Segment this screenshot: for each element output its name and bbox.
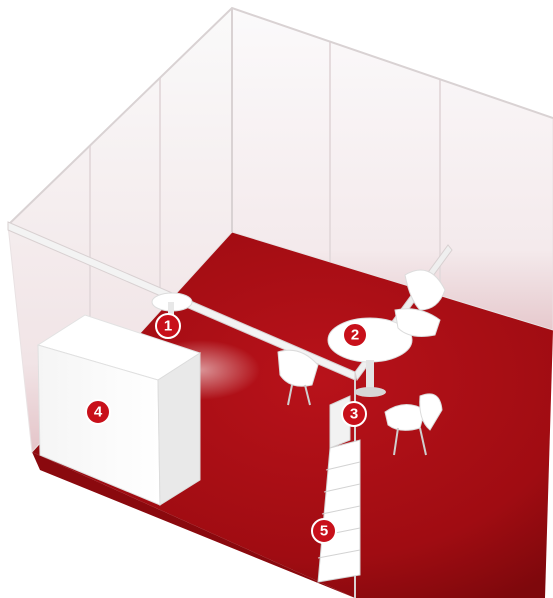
callout-label-4: 4 <box>94 404 103 421</box>
chair-back-right <box>394 269 446 337</box>
callout-label-3: 3 <box>350 406 358 423</box>
chair-right <box>384 393 443 456</box>
callout-badge-5: 5 <box>311 518 337 544</box>
chair-left <box>277 349 319 406</box>
reception-counter <box>36 314 202 506</box>
callout-label-1: 1 <box>164 318 172 335</box>
callout-badge-3: 3 <box>341 401 367 427</box>
callout-badge-1: 1 <box>155 313 181 339</box>
carpet-floor-front <box>32 452 355 598</box>
callout-badge-4: 4 <box>85 399 111 425</box>
callout-badge-2: 2 <box>342 322 368 348</box>
callout-label-5: 5 <box>320 523 328 540</box>
callout-label-2: 2 <box>351 327 359 344</box>
